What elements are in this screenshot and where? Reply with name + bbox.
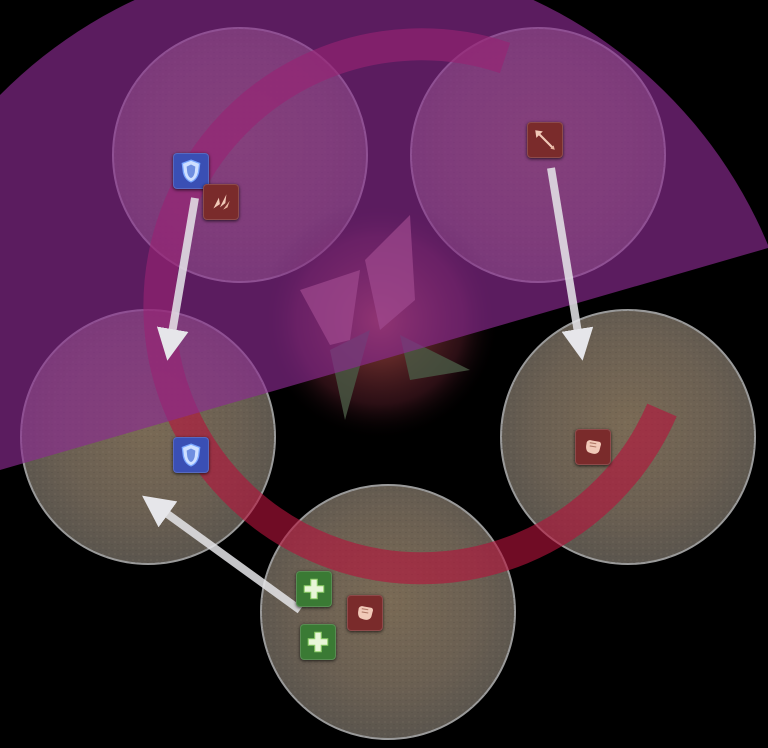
fist-icon bbox=[358, 606, 374, 620]
tank-marker-left bbox=[173, 437, 209, 473]
fist-icon bbox=[586, 440, 602, 454]
healer-marker-1 bbox=[296, 571, 332, 607]
tank-marker-top bbox=[173, 153, 209, 189]
healer-marker-2 bbox=[300, 624, 336, 660]
ranged-marker-top bbox=[527, 122, 563, 158]
cross-icon bbox=[303, 578, 325, 600]
bow-icon bbox=[535, 130, 555, 150]
melee-marker-top bbox=[203, 184, 239, 220]
arrow-top-left-down bbox=[156, 197, 199, 361]
claw-icon bbox=[213, 194, 230, 210]
arrow-top-right-down bbox=[547, 167, 594, 361]
cross-icon bbox=[307, 631, 329, 653]
shield-icon bbox=[181, 443, 201, 467]
arrow-bottom-to-left bbox=[142, 495, 303, 614]
movement-arrows bbox=[142, 167, 594, 614]
purple-aoe-zone bbox=[0, 0, 768, 470]
shield-icon bbox=[181, 159, 201, 183]
melee-marker-right bbox=[575, 429, 611, 465]
platform-mid-right bbox=[500, 309, 756, 565]
melee-marker-bottom bbox=[347, 595, 383, 631]
